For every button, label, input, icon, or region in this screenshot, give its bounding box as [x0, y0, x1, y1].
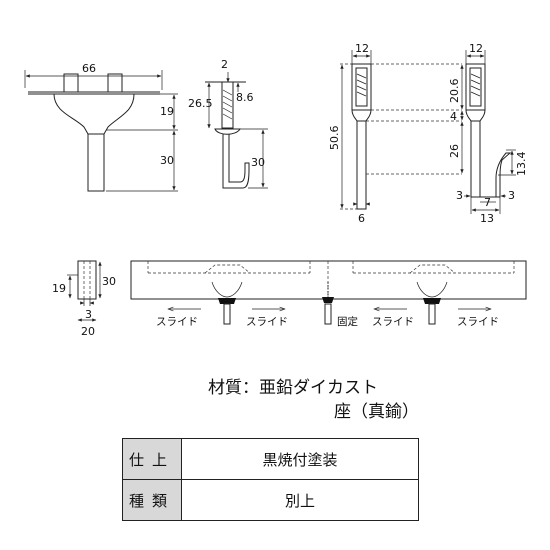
type-value: 別上	[181, 479, 419, 521]
bracket-side-view: 2 26.5 8.6 30	[188, 58, 268, 189]
dim-20-6: 20.6	[448, 79, 461, 104]
finish-key: 仕上	[122, 438, 182, 480]
dim-20: 20	[81, 325, 95, 338]
slide-label-3: スライド	[372, 316, 414, 328]
material-line-2: 座（真鍮）	[334, 402, 419, 422]
dim-6: 6	[358, 212, 365, 225]
rail-section-view: 3 20 19 30	[52, 260, 116, 338]
dim-3-section: 3	[85, 308, 92, 321]
rail-assembly-view: スライド スライド 固定 スライド スライド	[130, 260, 527, 328]
slide-label-1: スライド	[156, 316, 198, 328]
table-row: 種類 別上	[122, 479, 419, 521]
hook-bracket-view: 12 20.6 4 26 13.4 3 7 3 13	[448, 42, 528, 225]
dim-2: 2	[221, 58, 228, 71]
dim-30-front: 30	[160, 154, 174, 167]
dim-12-right: 12	[469, 42, 483, 55]
bracket-front-view: 66 19 30	[24, 62, 178, 192]
dim-4: 4	[450, 110, 457, 123]
slide-label-2: スライド	[246, 316, 288, 328]
dim-8-6: 8.6	[236, 91, 254, 104]
material-line-1: 材質：亜鉛ダイカスト	[208, 378, 378, 398]
dim-19-section: 19	[52, 282, 66, 295]
material-text: 材質：亜鉛ダイカスト 座（真鍮）	[208, 376, 419, 424]
type-key: 種類	[122, 479, 182, 521]
dim-19: 19	[160, 105, 174, 118]
dim-12-left: 12	[355, 42, 369, 55]
finish-value: 黒焼付塗装	[181, 438, 419, 480]
dim-13: 13	[480, 212, 494, 225]
spec-table: 仕上 黒焼付塗装 種類 別上	[122, 438, 419, 521]
dim-26: 26	[448, 144, 461, 158]
dim-3-left: 3	[456, 189, 463, 202]
technical-drawing: 66 19 30 2 26.5 8.6 30	[24, 42, 528, 338]
dim-30-side: 30	[251, 156, 265, 169]
dim-50-6: 50.6	[328, 126, 341, 151]
dim-13-4: 13.4	[515, 152, 528, 177]
dim-66: 66	[82, 62, 96, 75]
slide-label-4: スライド	[457, 316, 499, 328]
dim-3-right: 3	[508, 189, 515, 202]
table-row: 仕上 黒焼付塗装	[122, 438, 419, 480]
dim-7: 7	[484, 196, 491, 209]
fixed-label: 固定	[337, 315, 358, 328]
plain-bracket-view: 12 50.6 6	[328, 42, 462, 225]
dim-30-section: 30	[102, 275, 116, 288]
dim-26-5: 26.5	[188, 97, 213, 110]
